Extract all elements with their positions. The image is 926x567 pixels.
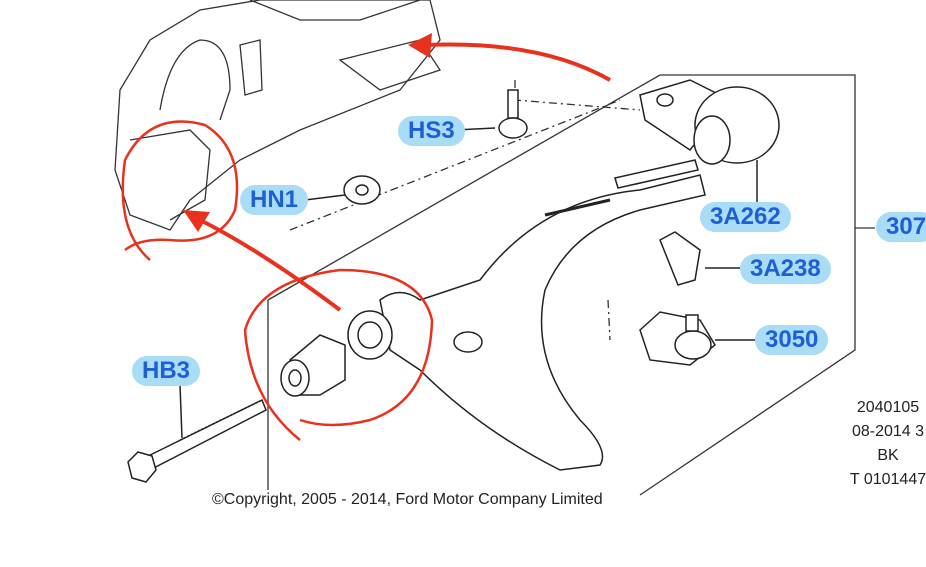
small-parts — [343, 89, 528, 205]
callout-3a238[interactable]: 3A238 — [740, 254, 831, 284]
arrowheads — [183, 33, 432, 232]
callout-hb3[interactable]: HB3 — [132, 356, 201, 386]
callout-3a262[interactable]: 3A262 — [700, 202, 791, 232]
callout-hn1[interactable]: HN1 — [240, 185, 309, 215]
frame-lines — [267, 74, 875, 496]
callout-3050[interactable]: 3050 — [755, 325, 829, 355]
meta-line-3: BK — [877, 447, 899, 464]
rear-bushing — [639, 79, 780, 165]
lower-control-arm — [379, 159, 706, 471]
callout-307[interactable]: 307 — [876, 212, 926, 242]
red-annotations — [121, 42, 611, 441]
subframe-drawing — [114, 0, 442, 231]
bolt-hb3 — [127, 398, 267, 483]
meta-line-1: 2040105 — [856, 399, 920, 416]
callout-hs3[interactable]: HS3 — [398, 116, 465, 146]
ball-joint — [639, 231, 716, 366]
meta-line-4: T 0101447 — [849, 471, 926, 488]
diagram-meta: 2040105 08-2014 3 BK T 0101447 — [828, 396, 926, 492]
copyright-text: ©Copyright, 2005 - 2014, Ford Motor Comp… — [212, 491, 603, 508]
front-bushing — [280, 310, 393, 397]
meta-line-2: 08-2014 3 — [851, 423, 925, 440]
